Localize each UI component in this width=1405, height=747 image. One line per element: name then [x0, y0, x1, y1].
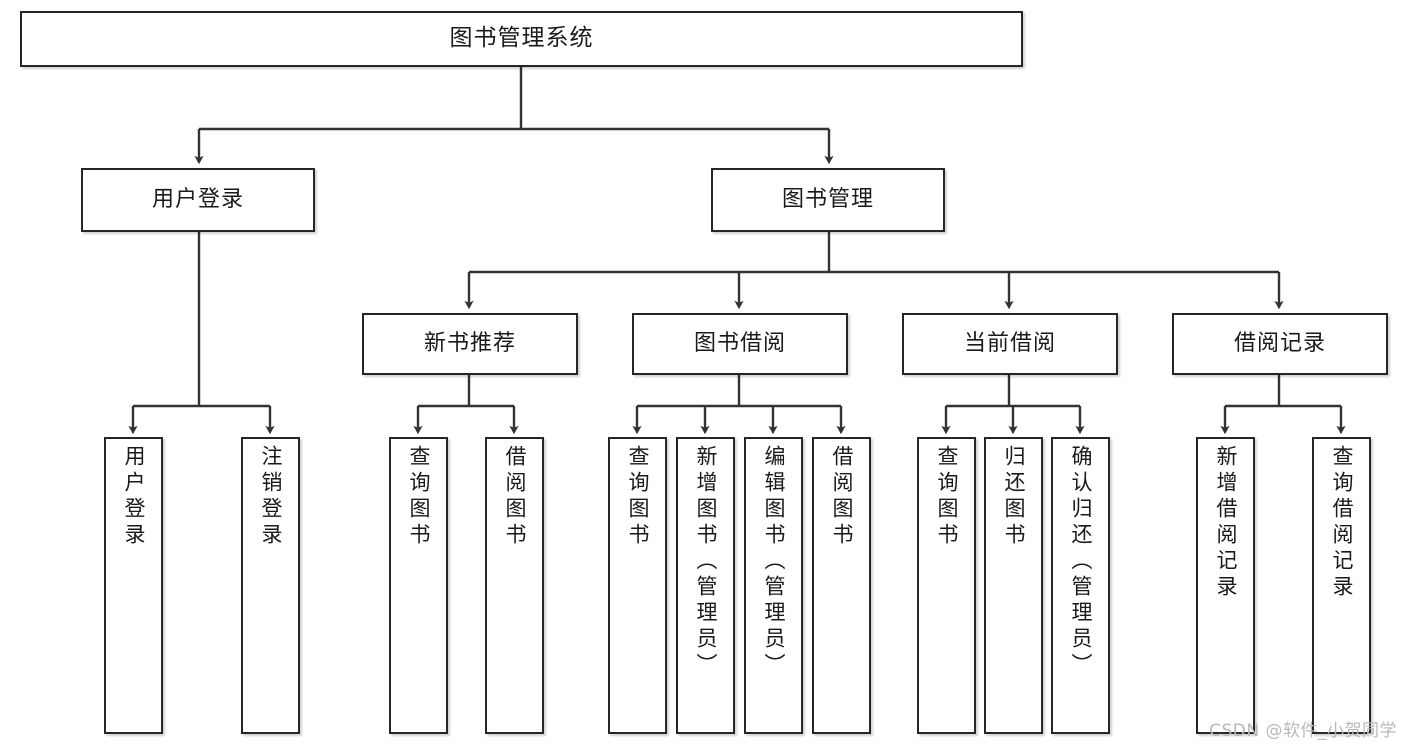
node-leaf-return-book[interactable]: 归还图书: [984, 437, 1043, 734]
node-label: 编辑图书（管理员）: [762, 445, 786, 679]
node-label: 归还图书: [1002, 445, 1026, 549]
node-leaf-user-logout[interactable]: 注销登录: [241, 437, 300, 734]
node-label: 图书管理系统: [449, 25, 594, 52]
node-borrow-record[interactable]: 借阅记录: [1172, 313, 1388, 375]
node-label: 图书借阅: [693, 330, 786, 356]
node-label: 用户登录: [122, 445, 146, 549]
node-label: 新增借阅记录: [1214, 445, 1238, 601]
node-label: 新书推荐: [423, 330, 516, 356]
node-root-system[interactable]: 图书管理系统: [20, 11, 1023, 67]
node-leaf-confirm-return[interactable]: 确认归还（管理员）: [1051, 437, 1110, 734]
node-leaf-query-book-borrow[interactable]: 查询图书: [608, 437, 667, 734]
node-leaf-edit-book[interactable]: 编辑图书（管理员）: [744, 437, 803, 734]
node-leaf-add-borrow-record[interactable]: 新增借阅记录: [1196, 437, 1255, 734]
node-book-borrow[interactable]: 图书借阅: [632, 313, 848, 375]
node-label: 查询图书: [935, 445, 959, 549]
node-leaf-add-book[interactable]: 新增图书（管理员）: [676, 437, 735, 734]
node-label: 新增图书（管理员）: [694, 445, 718, 679]
node-leaf-query-borrow-record[interactable]: 查询借阅记录: [1312, 437, 1371, 734]
node-leaf-user-login[interactable]: 用户登录: [104, 437, 163, 734]
node-label: 用户登录: [151, 186, 244, 212]
node-label: 查询图书: [626, 445, 650, 549]
node-label: 图书管理: [781, 186, 874, 212]
node-current-borrow[interactable]: 当前借阅: [902, 313, 1118, 375]
node-label: 当前借阅: [963, 330, 1056, 356]
node-label: 借阅图书: [503, 445, 527, 549]
node-user-login[interactable]: 用户登录: [81, 168, 315, 232]
node-label: 查询图书: [407, 445, 431, 549]
node-label: 注销登录: [259, 445, 283, 549]
node-label: 确认归还（管理员）: [1069, 445, 1093, 679]
node-new-book-recommend[interactable]: 新书推荐: [362, 313, 578, 375]
node-leaf-query-book-current[interactable]: 查询图书: [917, 437, 976, 734]
node-leaf-borrow-book-new[interactable]: 借阅图书: [485, 437, 544, 734]
node-leaf-query-book-new[interactable]: 查询图书: [389, 437, 448, 734]
node-label: 借阅图书: [830, 445, 854, 549]
node-label: 借阅记录: [1233, 330, 1326, 356]
node-book-manage[interactable]: 图书管理: [711, 168, 945, 232]
node-leaf-borrow-book[interactable]: 借阅图书: [812, 437, 871, 734]
node-label: 查询借阅记录: [1330, 445, 1354, 601]
